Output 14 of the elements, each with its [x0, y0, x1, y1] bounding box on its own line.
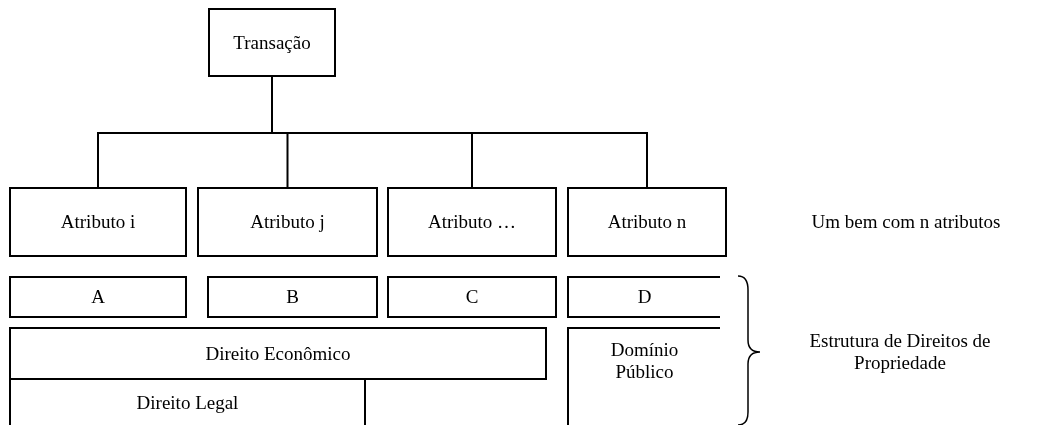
- right-box: B: [207, 276, 378, 318]
- right-box: A: [9, 276, 187, 318]
- annotation-text: Um bem com n atributos: [811, 211, 1001, 233]
- attribute-box: Atributo i: [9, 187, 187, 257]
- right-band: Direito Econômico: [9, 327, 547, 380]
- attribute-box: Atributo …: [387, 187, 557, 257]
- attribute-box: Atributo j: [197, 187, 378, 257]
- domain-box: Domínio Público: [567, 327, 720, 425]
- annotation-text: Estrutura de Direitos de Propriedade: [808, 330, 992, 374]
- attribute-box: Atributo n: [567, 187, 727, 257]
- process-box: Transação: [208, 8, 336, 77]
- right-band: Direito Legal: [9, 380, 366, 425]
- right-box: C: [387, 276, 557, 318]
- right-box: D: [567, 276, 720, 318]
